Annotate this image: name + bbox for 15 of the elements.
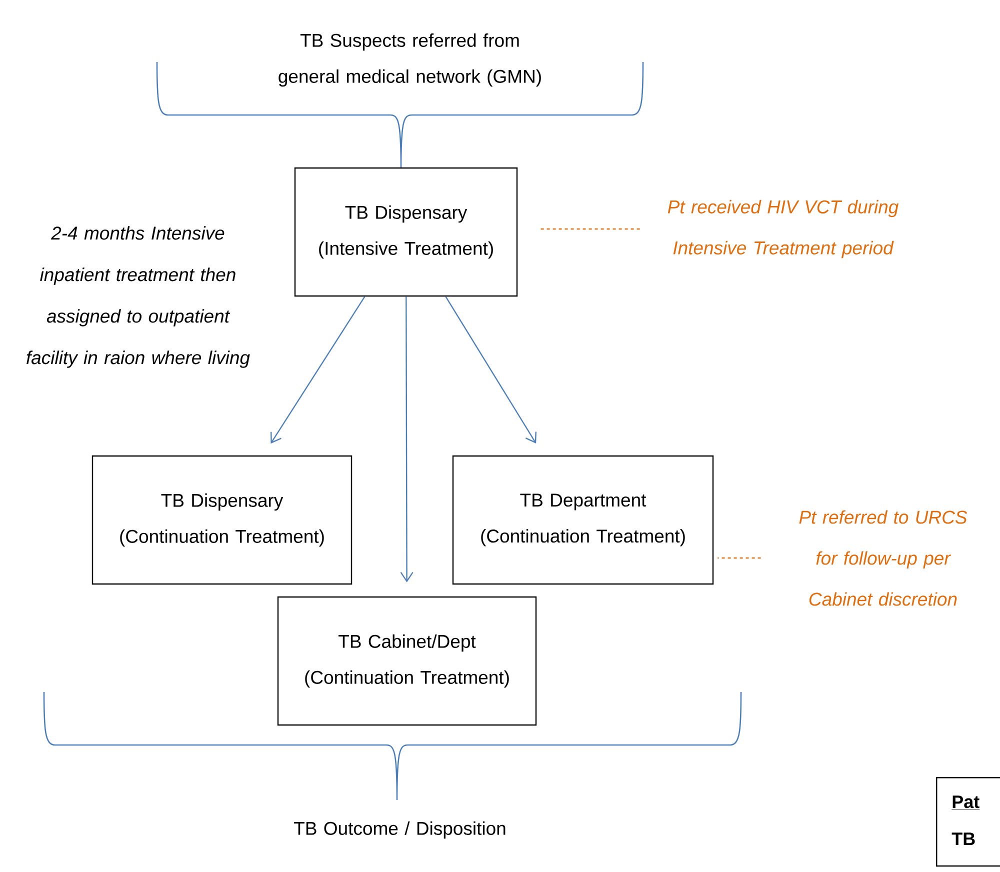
legend-box: Pat TB [936, 777, 1000, 867]
note-text: Pt referred to URCS for follow-up per Cabinet discretion [799, 510, 968, 606]
process-box: TB Cabinet/Dept (Continuation Treatment) [277, 596, 537, 726]
flow-text: TB Outcome / Disposition [294, 821, 506, 839]
note-text: 2-4 months Intensive inpatient treatment then assigned to outpatient facility in raion where living [26, 226, 250, 368]
note-text: Pt received HIV VCT during Intensive Treatment period [668, 200, 898, 258]
arrow [400, 296, 414, 582]
leader-line [718, 557, 761, 559]
process-box: TB Dispensary (Intensive Treatment) [294, 167, 518, 297]
process-box: TB Department (Continuation Treatment) [452, 455, 714, 585]
process-box: TB Dispensary (Continuation Treatment) [92, 455, 352, 585]
arrow [445, 296, 536, 444]
leader-line [540, 228, 640, 230]
arrow [270, 296, 366, 444]
flow-text: TB Suspects referred from general medical network (GMN) [278, 33, 541, 87]
